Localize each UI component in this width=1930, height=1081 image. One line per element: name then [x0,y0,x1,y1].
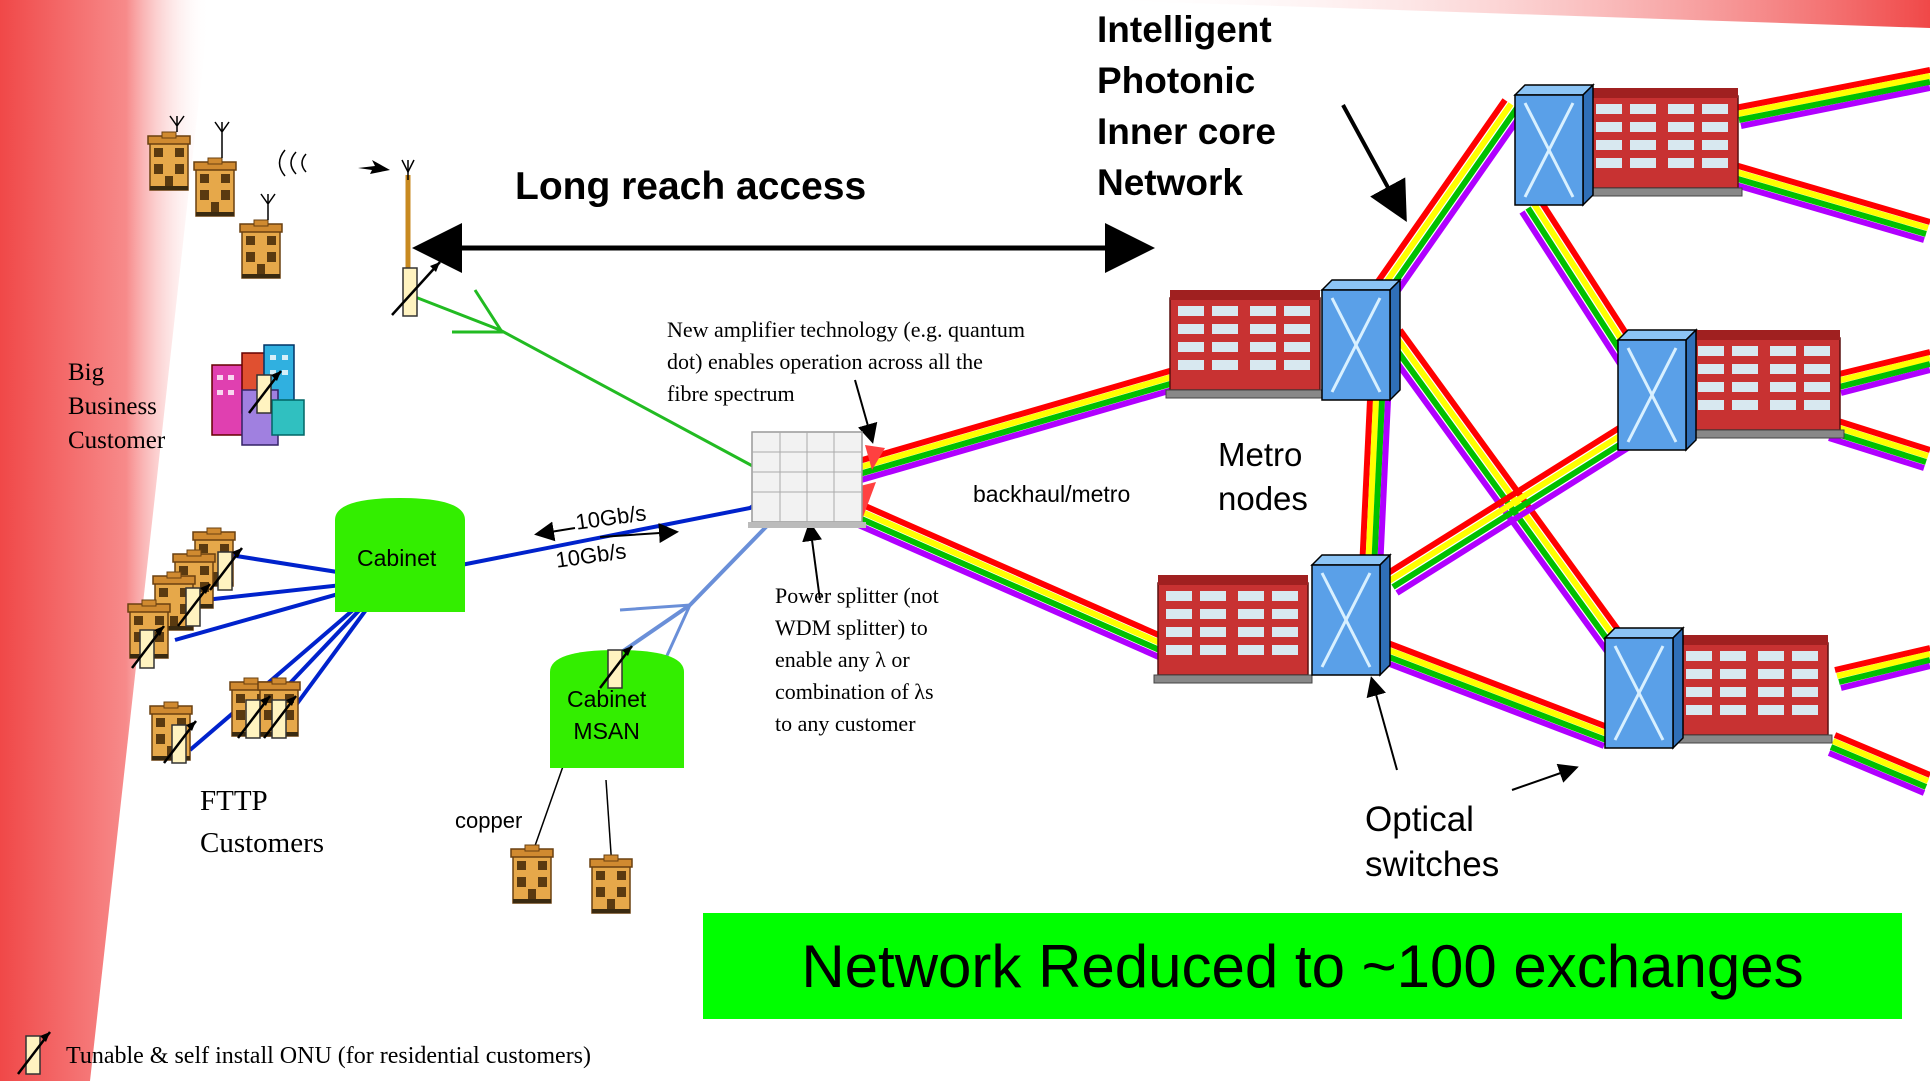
metro-nodes-label: Metro nodes [1218,436,1308,517]
legend-text: Tunable & self install ONU (for resident… [66,1043,592,1069]
pointer-arrows [534,104,1579,791]
cabinet [335,498,465,612]
optical-switch [1616,328,1698,452]
cabinet-msan [550,650,684,768]
summary-banner: Network Reduced to ~100 exchanges [703,913,1902,1019]
metro-building-top [1165,289,1325,399]
splitter-node [748,431,866,528]
copper-houses [510,844,633,914]
core-building-middle [1685,329,1845,439]
radio-mast [278,149,441,317]
core-network-title: Intelligent Photonic Inner core Network [1097,9,1276,203]
left-accent-band [0,0,210,1081]
summary-banner-text: Network Reduced to ~100 exchanges [801,932,1804,1000]
amplifier-note: New amplifier technology (e.g. quantum d… [667,317,1026,406]
fttp-customers-label: FTTP Customers [200,785,325,859]
optical-switches-label: Optical switches [1365,800,1500,884]
big-business-building [211,344,305,446]
backhaul-label: backhaul/metro [973,481,1131,507]
cabinet-msan-label: Cabinet MSAN [567,686,647,744]
cabinet-label: Cabinet [357,545,437,571]
top-accent-band [1100,0,1930,28]
big-business-label: Big Business Customer [68,359,166,454]
optical-switch [1320,278,1402,402]
metro-building-bottom [1153,574,1313,684]
core-building-top [1583,87,1743,197]
long-reach-title: Long reach access [515,165,867,208]
wireless-houses [147,115,283,279]
rainbow-fibre-bundles [795,67,1930,796]
amplifier-marker [865,445,885,470]
splitter-note: Power splitter (not WDM splitter) to ena… [775,583,939,736]
optical-switch [1603,626,1685,750]
copper-label: copper [455,808,523,833]
core-building-bottom [1673,634,1833,744]
optical-switch [1310,553,1392,677]
optical-switch [1513,83,1595,207]
